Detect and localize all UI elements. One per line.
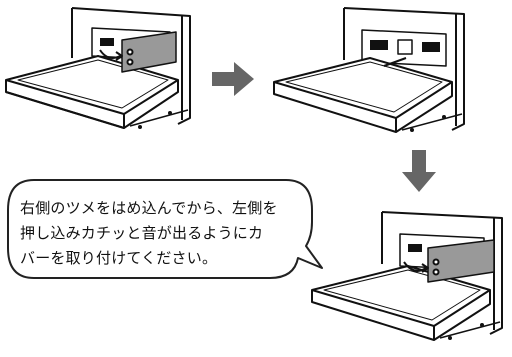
arrow-right-icon <box>212 62 254 96</box>
step3-illustration <box>304 204 509 354</box>
instruction-line-3: バーを取り付けてください。 <box>20 249 218 267</box>
arrow-down-icon <box>402 150 436 192</box>
instruction-line-1: 右側のツメをはめ込んでから、左側を <box>20 199 278 217</box>
instruction-text: 右側のツメをはめ込んでから、左側を 押し込みカチッと音が出るようにカ バーを取り… <box>20 196 320 271</box>
instruction-callout <box>0 158 330 298</box>
instruction-line-2: 押し込みカチッと音が出るようにカ <box>20 224 264 242</box>
step2-illustration <box>266 0 471 145</box>
step1-illustration <box>0 0 200 145</box>
